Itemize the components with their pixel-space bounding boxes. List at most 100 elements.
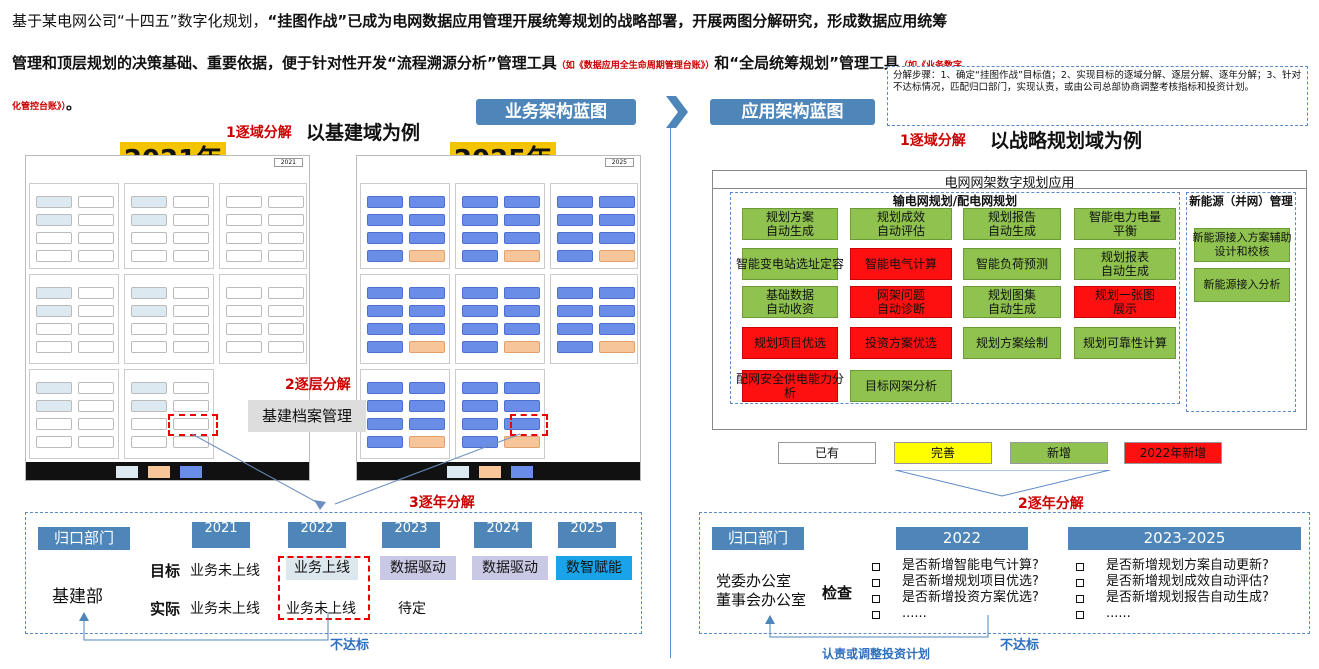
app-function-cell[interactable]: 智能电力电量 平衡 bbox=[1074, 208, 1176, 240]
module-cell[interactable] bbox=[131, 436, 167, 448]
module-cell[interactable] bbox=[557, 196, 593, 208]
module-cell[interactable] bbox=[131, 232, 167, 244]
module-cell[interactable] bbox=[599, 214, 635, 226]
module-cell[interactable] bbox=[409, 250, 445, 262]
module-cell[interactable] bbox=[409, 436, 445, 448]
module-cell[interactable] bbox=[599, 323, 635, 335]
module-cell[interactable] bbox=[462, 250, 498, 262]
app-function-cell[interactable]: 规划方案 自动生成 bbox=[742, 208, 838, 240]
module-cell[interactable] bbox=[131, 382, 167, 394]
module-cell[interactable] bbox=[504, 232, 540, 244]
module-cell[interactable] bbox=[504, 305, 540, 317]
app-function-cell[interactable]: 规划一张图 展示 bbox=[1074, 286, 1176, 318]
module-cell[interactable] bbox=[367, 305, 403, 317]
module-cell[interactable] bbox=[504, 382, 540, 394]
footer-button[interactable] bbox=[116, 466, 138, 478]
module-cell[interactable] bbox=[462, 305, 498, 317]
app-function-cell[interactable]: 目标网架分析 bbox=[850, 370, 952, 402]
module-cell[interactable] bbox=[462, 196, 498, 208]
module-cell[interactable] bbox=[367, 287, 403, 299]
checkbox-icon[interactable] bbox=[872, 579, 880, 587]
module-cell[interactable] bbox=[599, 250, 635, 262]
footer-button[interactable] bbox=[180, 466, 202, 478]
module-cell[interactable] bbox=[173, 323, 209, 335]
module-cell[interactable] bbox=[131, 418, 167, 430]
module-cell[interactable] bbox=[504, 323, 540, 335]
module-cell[interactable] bbox=[131, 323, 167, 335]
module-cell[interactable] bbox=[173, 382, 209, 394]
module-cell[interactable] bbox=[78, 214, 114, 226]
module-cell[interactable] bbox=[78, 196, 114, 208]
module-cell[interactable] bbox=[268, 232, 304, 244]
module-cell[interactable] bbox=[599, 232, 635, 244]
module-cell[interactable] bbox=[409, 305, 445, 317]
module-cell[interactable] bbox=[409, 323, 445, 335]
module-cell[interactable] bbox=[131, 196, 167, 208]
app-function-cell[interactable]: 智能变电站选址定容 bbox=[736, 248, 844, 280]
module-cell[interactable] bbox=[462, 400, 498, 412]
module-cell[interactable] bbox=[367, 382, 403, 394]
module-cell[interactable] bbox=[462, 341, 498, 353]
module-cell[interactable] bbox=[173, 436, 209, 448]
module-cell[interactable] bbox=[504, 196, 540, 208]
module-cell[interactable] bbox=[268, 287, 304, 299]
module-cell[interactable] bbox=[409, 400, 445, 412]
module-cell[interactable] bbox=[504, 287, 540, 299]
module-cell[interactable] bbox=[36, 196, 72, 208]
module-cell[interactable] bbox=[173, 250, 209, 262]
module-cell[interactable] bbox=[226, 214, 262, 226]
module-cell[interactable] bbox=[131, 214, 167, 226]
footer-button[interactable] bbox=[511, 466, 533, 478]
module-cell[interactable] bbox=[173, 305, 209, 317]
module-cell[interactable] bbox=[557, 305, 593, 317]
module-cell[interactable] bbox=[557, 323, 593, 335]
module-cell[interactable] bbox=[557, 232, 593, 244]
module-cell[interactable] bbox=[36, 214, 72, 226]
app-function-cell[interactable]: 智能电气计算 bbox=[850, 248, 952, 280]
checkbox-icon[interactable] bbox=[872, 563, 880, 571]
module-cell[interactable] bbox=[504, 250, 540, 262]
module-cell[interactable] bbox=[367, 214, 403, 226]
module-cell[interactable] bbox=[409, 418, 445, 430]
module-cell[interactable] bbox=[173, 196, 209, 208]
module-cell[interactable] bbox=[78, 436, 114, 448]
checkbox-icon[interactable] bbox=[1076, 579, 1084, 587]
app-function-cell[interactable]: 规划可靠性计算 bbox=[1074, 327, 1176, 359]
module-cell[interactable] bbox=[367, 196, 403, 208]
app-function-cell[interactable]: 新能源接入方案辅助 设计和校核 bbox=[1193, 228, 1292, 262]
module-cell[interactable] bbox=[268, 305, 304, 317]
module-cell[interactable] bbox=[367, 323, 403, 335]
module-cell[interactable] bbox=[78, 400, 114, 412]
app-function-cell[interactable]: 新能源接入分析 bbox=[1194, 268, 1290, 302]
module-cell[interactable] bbox=[599, 196, 635, 208]
module-cell[interactable] bbox=[367, 418, 403, 430]
footer-button[interactable] bbox=[447, 466, 469, 478]
module-cell[interactable] bbox=[226, 287, 262, 299]
module-cell[interactable] bbox=[226, 323, 262, 335]
app-function-cell[interactable]: 规划项目优选 bbox=[742, 327, 838, 359]
module-cell[interactable] bbox=[409, 382, 445, 394]
app-function-cell[interactable]: 基础数据 自动收资 bbox=[742, 286, 838, 318]
module-cell[interactable] bbox=[504, 214, 540, 226]
module-cell[interactable] bbox=[409, 287, 445, 299]
module-cell[interactable] bbox=[36, 436, 72, 448]
module-cell[interactable] bbox=[504, 418, 540, 430]
footer-button[interactable] bbox=[148, 466, 170, 478]
module-cell[interactable] bbox=[36, 382, 72, 394]
module-cell[interactable] bbox=[268, 250, 304, 262]
module-cell[interactable] bbox=[557, 287, 593, 299]
module-cell[interactable] bbox=[504, 341, 540, 353]
module-cell[interactable] bbox=[131, 341, 167, 353]
module-cell[interactable] bbox=[78, 305, 114, 317]
module-cell[interactable] bbox=[409, 341, 445, 353]
checkbox-icon[interactable] bbox=[872, 595, 880, 603]
module-cell[interactable] bbox=[226, 232, 262, 244]
module-cell[interactable] bbox=[268, 214, 304, 226]
module-cell[interactable] bbox=[409, 196, 445, 208]
module-cell[interactable] bbox=[367, 436, 403, 448]
module-cell[interactable] bbox=[131, 250, 167, 262]
app-function-cell[interactable]: 规划成效 自动评估 bbox=[850, 208, 952, 240]
module-cell[interactable] bbox=[226, 341, 262, 353]
module-cell[interactable] bbox=[504, 400, 540, 412]
module-cell[interactable] bbox=[462, 323, 498, 335]
